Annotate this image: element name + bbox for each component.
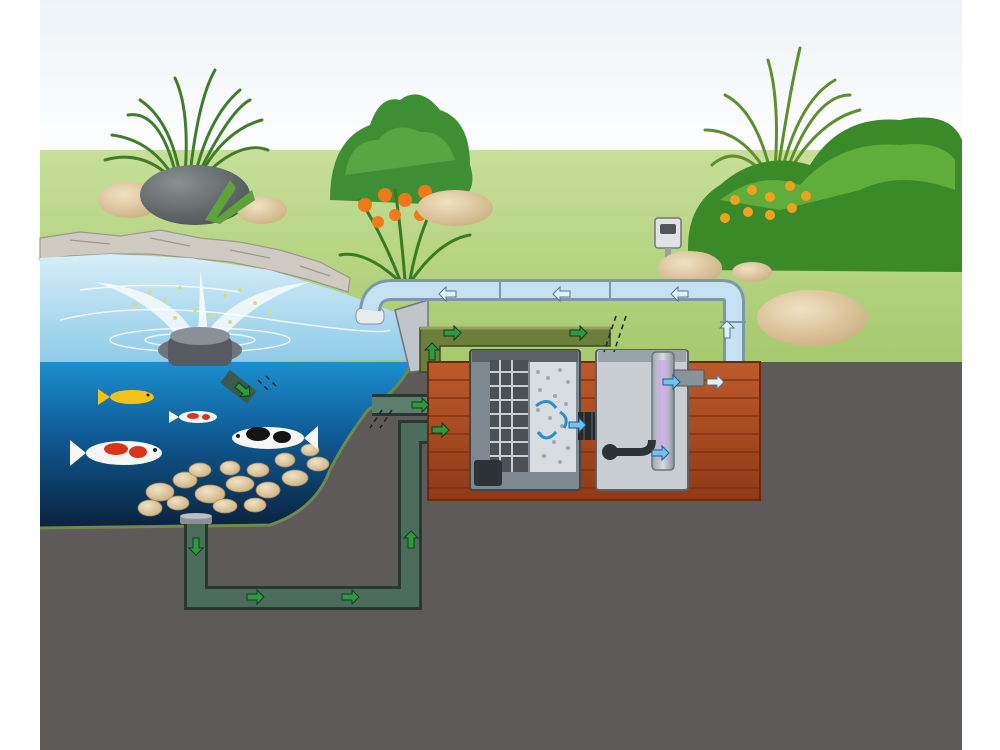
intake-flow-arrow-icon xyxy=(246,588,265,606)
intake-flow-arrow-icon xyxy=(443,324,462,342)
pond-gravel xyxy=(137,443,330,517)
return-flow-arrow-icon xyxy=(718,320,736,339)
internal-flow-arrow-icon xyxy=(662,373,681,391)
koi-small-icon xyxy=(169,411,217,423)
right-grass-clump-icon xyxy=(703,46,862,172)
koi-gold-icon xyxy=(98,389,154,405)
drum-filter-icon xyxy=(474,360,528,486)
koi-black-icon xyxy=(232,426,318,450)
internal-flow-arrows xyxy=(568,373,681,462)
intake-flow-arrow-icon xyxy=(411,396,430,414)
return-pipe-joints xyxy=(499,280,746,323)
fern-icon xyxy=(205,180,255,224)
intake-flow-arrow-icon xyxy=(187,537,205,556)
return-flow-arrow-icon xyxy=(706,373,725,391)
koi-kohaku-icon xyxy=(70,440,162,466)
intake-flow-arrow-icon xyxy=(431,421,450,439)
intake-flow-arrow-icon xyxy=(569,324,588,342)
return-flow-arrow-icon xyxy=(552,285,571,303)
trench-markers xyxy=(257,315,627,429)
fountain-spray xyxy=(95,270,310,340)
internal-flow-arrow-icon xyxy=(651,444,670,462)
right-shrub-icon xyxy=(688,117,962,272)
bio-media-icon xyxy=(530,362,576,472)
bio-agitation-icon xyxy=(535,400,568,440)
gravity-channel xyxy=(419,326,611,373)
intake-flow-arrow-icon xyxy=(423,342,441,361)
pond-surface xyxy=(40,254,410,362)
intake-flow-arrow-icon xyxy=(234,381,251,398)
pond-liner xyxy=(39,361,414,530)
lawn-rocks xyxy=(658,251,867,346)
center-rock xyxy=(417,190,493,226)
return-pipe xyxy=(359,279,745,389)
return-flow-arrows xyxy=(438,285,736,391)
return-flow-arrow-icon xyxy=(438,285,457,303)
intake-flow-arrows xyxy=(187,324,588,606)
intake-flow-arrow-icon xyxy=(341,588,360,606)
intake-flow-arrow-icon xyxy=(402,530,420,549)
return-flow-arrow-icon xyxy=(670,285,689,303)
center-shrub-icon xyxy=(330,94,473,205)
internal-flow-arrow-icon xyxy=(568,416,587,434)
bottom-drain-icon xyxy=(180,513,212,524)
